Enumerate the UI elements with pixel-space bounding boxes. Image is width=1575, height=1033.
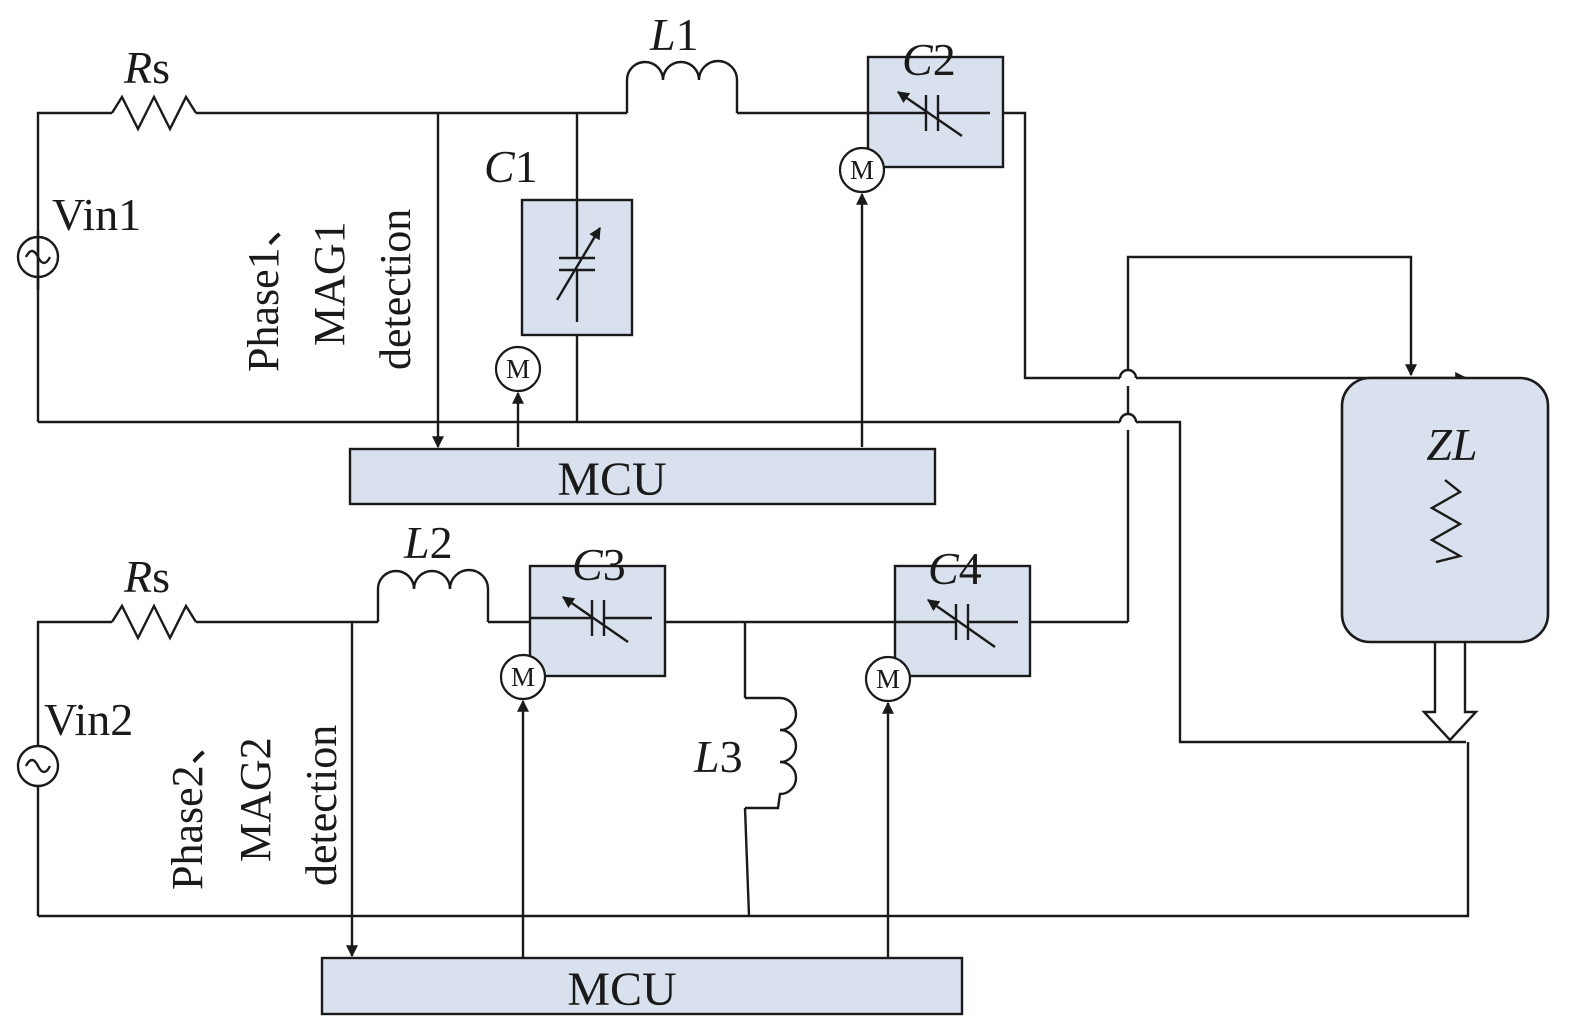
mcu-bottom-label: MCU — [567, 963, 676, 1016]
bottom-circuit: M M MCU — [16, 564, 1470, 1016]
c2-motor-label: M — [850, 155, 874, 185]
zl-label: ZL — [1426, 419, 1477, 470]
c4-motor-label: M — [876, 664, 900, 694]
vin2-label: Vin2 — [44, 694, 133, 745]
c1-motor-icon — [494, 345, 542, 393]
l3-inductor — [745, 696, 798, 810]
rs-bottom-resistor — [110, 603, 198, 641]
detection2-label-3: detection — [297, 725, 346, 886]
detection2-label: Phase2、 — [163, 721, 212, 890]
l2-label: L2 — [403, 517, 453, 568]
vin1-label: Vin1 — [52, 189, 141, 240]
detection1-label-2: MAG1 — [305, 221, 354, 346]
svg-text:MAG1: MAG1 — [305, 221, 354, 346]
rs-top-label: Rs — [123, 42, 170, 93]
c1-motor-label: M — [506, 354, 530, 384]
svg-text:detection: detection — [297, 725, 346, 886]
c4-label: C4 — [928, 543, 982, 594]
l1-inductor — [625, 59, 739, 113]
bottom-ground-rail — [38, 742, 1470, 918]
detection1-label-3: detection — [371, 209, 420, 370]
svg-text:Phase2、: Phase2、 — [163, 721, 212, 890]
l2-inductor — [376, 568, 490, 622]
c2-output-wire — [1003, 111, 1120, 380]
mcu-top-box — [348, 447, 937, 506]
c3-motor-icon — [499, 653, 547, 701]
c4-variable-arrow — [927, 599, 996, 648]
top-circuit: M M MCU — [16, 55, 1468, 744]
zl-resistor-icon — [1429, 479, 1464, 564]
c1-label: C1 — [484, 141, 538, 192]
rs-top-resistor — [110, 94, 198, 132]
c3-variable-arrow — [562, 596, 629, 643]
c2-motor-icon — [838, 146, 886, 194]
c4-motor-icon — [864, 655, 912, 703]
l1-label: L1 — [649, 9, 699, 60]
mcu-top-label: MCU — [557, 453, 666, 506]
svg-text:MAG2: MAG2 — [231, 737, 280, 862]
c2-label: C2 — [902, 34, 956, 85]
svg-text:detection: detection — [371, 209, 420, 370]
l3-label: L3 — [693, 731, 743, 782]
detection2-label-2: MAG2 — [231, 737, 280, 862]
mcu-bottom-box — [320, 956, 964, 1016]
zl-output-arrow — [1421, 642, 1479, 742]
c3-motor-label: M — [511, 662, 535, 692]
svg-text:Phase1、: Phase1、 — [239, 203, 288, 372]
c2-variable-arrow — [897, 91, 963, 137]
detection1-label: Phase1、 — [239, 203, 288, 372]
zl-load-box — [1340, 376, 1550, 644]
rs-bottom-label: Rs — [123, 551, 170, 602]
c1-variable-arrow — [555, 226, 602, 301]
c3-label: C3 — [572, 539, 626, 590]
